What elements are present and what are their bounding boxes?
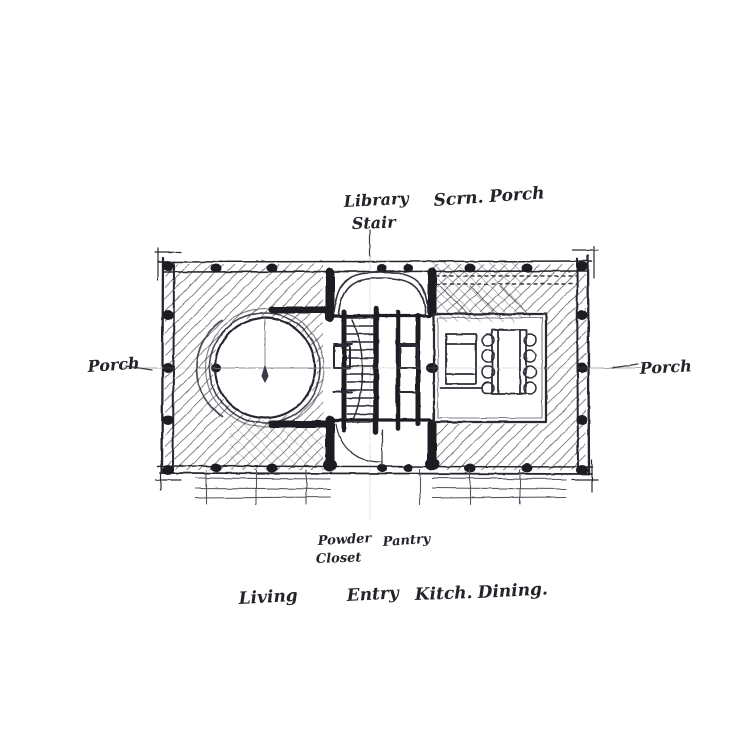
dining-chairs xyxy=(481,333,537,395)
label-stair: Stair xyxy=(351,212,397,233)
library-stair-treads xyxy=(346,317,375,423)
label-entry: Entry xyxy=(345,583,400,606)
interior-bearing-walls xyxy=(268,267,437,471)
label-closet: Closet xyxy=(316,550,362,567)
porch-steps xyxy=(195,469,567,505)
label-leaders xyxy=(125,229,639,371)
porch-right-leader xyxy=(611,363,639,369)
annotation-layer: Library Stair Scrn. Porch Porch Porch Po… xyxy=(86,183,692,609)
dining-table xyxy=(491,329,527,395)
label-kitchen: Kitch. xyxy=(413,583,472,605)
label-porch-right: Porch xyxy=(638,356,692,378)
label-porch-left: Porch xyxy=(86,353,140,376)
label-pantry: Pantry xyxy=(381,532,432,550)
label-library: Library xyxy=(342,189,411,212)
label-powder: Powder xyxy=(316,531,372,549)
label-dining: Dining. xyxy=(476,579,548,603)
label-screen-porch: Scrn. Porch xyxy=(433,183,545,211)
porch-left-leader xyxy=(125,365,153,371)
kitchen-counter xyxy=(439,333,483,389)
label-living: Living xyxy=(237,586,298,609)
